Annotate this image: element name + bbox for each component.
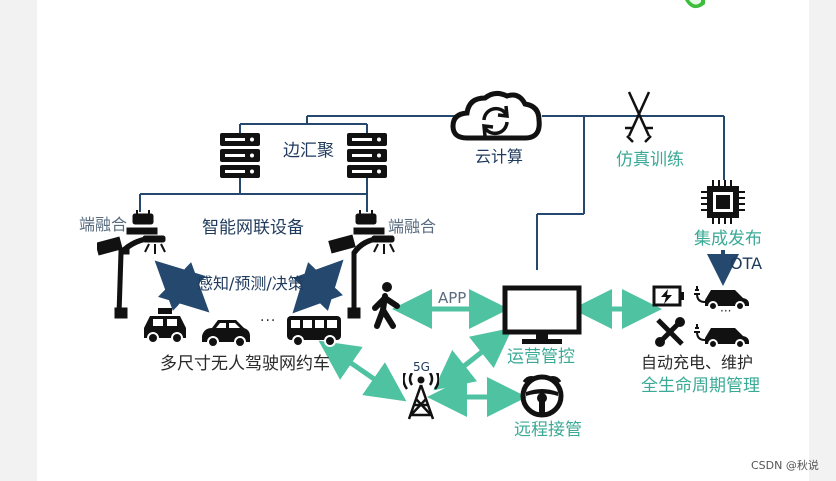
charging-ellipsis: ··· [720, 304, 732, 318]
smart-pole-right-icon [328, 210, 395, 319]
watermark: CSDN @秋说 [751, 459, 819, 472]
endpoint-fusion-left-label: 端融合 [79, 215, 128, 234]
ota-label: OTA [730, 254, 763, 273]
app-label: APP [438, 289, 467, 307]
lifecycle-management-label: 全生命周期管理 [641, 376, 760, 396]
operations-control-label: 运营管控 [507, 347, 575, 367]
perception-label: 感知/预测/决策 [197, 274, 304, 293]
arrow-vehicles-5g [318, 340, 407, 402]
monitor-icon [502, 285, 582, 344]
arrow-perception-right [292, 259, 344, 314]
logo-fragment-icon [685, 0, 705, 9]
sedan-icon [202, 320, 250, 348]
charging-maintenance-label: 自动充电、维护 [641, 353, 754, 372]
ev-charging-car-bottom-icon [694, 324, 749, 348]
cloud-computing-label: 云计算 [475, 147, 524, 166]
battery-charging-icon [652, 285, 684, 307]
steering-wheel-icon [520, 374, 564, 418]
diagram-canvas: 云计算 仿真训练 [37, 0, 819, 481]
taxi-icon [144, 308, 186, 344]
network-5g-label: 5G [413, 360, 430, 374]
smart-networked-devices-label: 智能网联设备 [202, 218, 304, 238]
arrow-perception-left [154, 260, 210, 313]
cell-tower-icon [403, 373, 439, 420]
server-left-icon [220, 133, 260, 178]
vehicles-ellipsis: ··· [260, 313, 277, 329]
tools-icon [655, 317, 685, 347]
integration-release-label: 集成发布 [694, 229, 762, 249]
simulation-swords-icon [625, 91, 653, 143]
pedestrian-icon [372, 282, 400, 329]
bus-icon [287, 316, 341, 347]
smart-pole-left-icon [97, 210, 166, 319]
simulation-training-label: 仿真训练 [616, 150, 684, 170]
connectors [139, 115, 739, 417]
cloud-icon [450, 90, 542, 141]
server-right-icon [347, 133, 387, 178]
arrow-5g-operations [433, 327, 513, 391]
edge-aggregation-label: 边汇聚 [283, 141, 334, 161]
endpoint-fusion-right-label: 端融合 [388, 217, 437, 236]
ev-charging-car-top-icon [694, 286, 749, 310]
vehicles-label: 多尺寸无人驾驶网约车 [160, 354, 330, 374]
chip-icon [701, 180, 745, 224]
remote-takeover-label: 远程接管 [514, 420, 582, 440]
